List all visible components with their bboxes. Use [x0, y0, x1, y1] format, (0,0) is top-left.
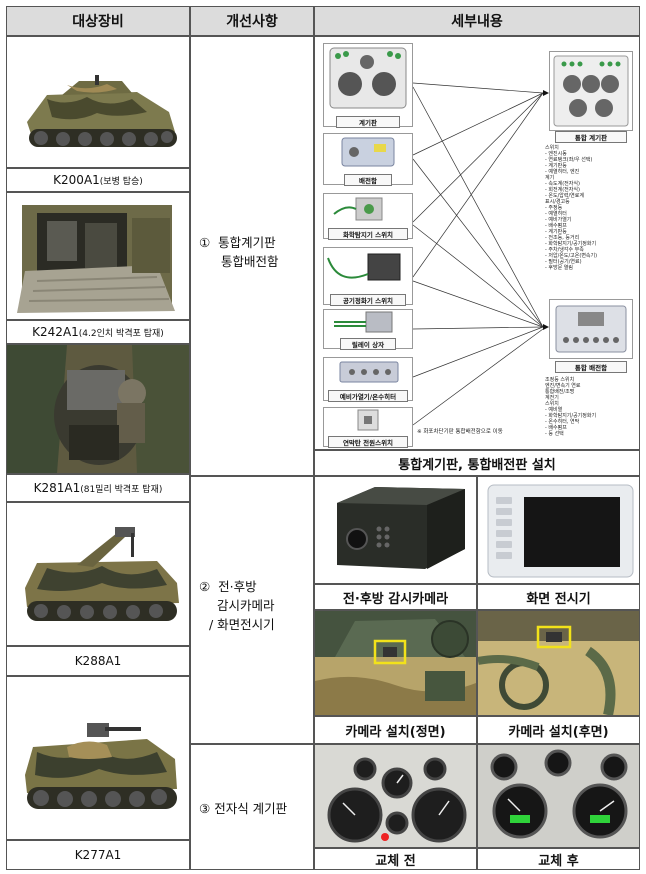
component-label: 공기정화기 스위치: [330, 294, 406, 306]
component-relay-box: 릴레이 상자: [323, 309, 413, 350]
integrated-panel-icon: [553, 55, 629, 127]
switch-icon: [333, 197, 383, 221]
caption-camera: 전·후방 감시카메라: [314, 584, 477, 610]
component-distribution-box: 배전함: [323, 133, 413, 186]
vehicle-label-k242a1: K242A1(4.2인치 박격포 탑재): [6, 320, 190, 344]
switch-icon: [357, 409, 379, 431]
header-improvement: 개선사항: [190, 6, 314, 36]
component-air-purifier-switch: 공기정화기 스위치: [323, 247, 413, 306]
improvement-cell-1: ① 통합계기판 통합배전함: [190, 36, 314, 476]
component-gauge-panel: 계기판: [323, 43, 413, 128]
caption-camera-front: 카메라 설치(정면): [314, 716, 477, 744]
component-label: 릴레이 상자: [340, 338, 396, 350]
component-label: 연막탄 전원스위치: [328, 436, 408, 448]
component-label: 배전함: [344, 174, 392, 186]
header-equipment: 대상장비: [6, 6, 190, 36]
vehicle-photo-k200a1: [6, 36, 190, 168]
integrated-distribution-box: [549, 299, 633, 359]
component-label: 화학탐지기 스위치: [328, 228, 408, 240]
header-details: 세부내용: [314, 6, 640, 36]
integration-diagram: 계기판 배전함 화학탐지기 스위치 공기정화기 스위치 릴레이 상자: [314, 36, 640, 450]
vehicle-label-k281a1: K281A1(81밀리 박격포 탑재): [6, 474, 190, 502]
vehicle-label-k288a1: K288A1: [6, 646, 190, 676]
improvement-text-1: ① 통합계기판 통합배전함: [199, 235, 279, 269]
caption-camera-rear: 카메라 설치(후면): [477, 716, 640, 744]
caption-display: 화면 전시기: [477, 584, 640, 610]
integrated-panel-list: 스위치- 엔진시동- 연료탱크(좌/우 선택)- 계기판등- 예열히터, 엔진 …: [545, 145, 598, 271]
integrated-box-label: 통합 배전함: [555, 361, 627, 373]
switch-panel-icon: [339, 361, 399, 383]
vehicle-photo-k242a1: [6, 192, 190, 320]
vehicle-label-k200a1: K200A1(보병 탑승): [6, 168, 190, 192]
improvement-text-2: ② 전·후방 감시카메라 / 화면전시기: [199, 579, 275, 632]
integrated-gauge-panel: [549, 51, 633, 131]
component-label: 계기판: [336, 116, 400, 128]
relay-icon: [334, 311, 393, 333]
photo-surveillance-camera: [314, 476, 477, 584]
diagram-connection-lines: [412, 82, 549, 426]
component-label: 예비가열기/온수히터: [328, 390, 408, 402]
vehicle-label-k277a1: K277A1: [6, 840, 190, 870]
improvement-text-3: ③ 전자식 계기판: [199, 801, 288, 816]
photo-camera-front-install: [314, 610, 477, 716]
diagram-note: ※ 화포차단기판 통합배전함으로 이동: [417, 429, 503, 435]
vehicle-photo-k288a1: [6, 502, 190, 646]
caption-before: 교체 전: [314, 848, 477, 870]
component-chem-detector-switch: 화학탐지기 스위치: [323, 193, 413, 240]
photo-gauges-after: [477, 744, 640, 848]
integrated-panel-label: 통합 계기판: [555, 131, 627, 143]
gauge-panel-icon: [329, 47, 407, 109]
photo-camera-rear-install: [477, 610, 640, 717]
photo-display-monitor: [477, 476, 640, 584]
improvement-cell-3: ③ 전자식 계기판: [190, 744, 314, 870]
distribution-box-icon: [341, 137, 395, 167]
photo-gauges-before: [314, 744, 477, 848]
switch-icon: [327, 253, 401, 281]
component-preheater-switch: 예비가열기/온수히터: [323, 357, 413, 402]
caption-install: 통합계기판, 통합배전판 설치: [314, 450, 640, 476]
caption-after: 교체 후: [477, 848, 640, 870]
vehicle-photo-k277a1: [6, 676, 190, 840]
component-smoke-switch: 연막탄 전원스위치: [323, 407, 413, 448]
improvement-cell-2: ② 전·후방 감시카메라 / 화면전시기: [190, 476, 314, 744]
vehicle-photo-k281a1: [6, 344, 190, 474]
integrated-box-icon: [555, 305, 627, 353]
